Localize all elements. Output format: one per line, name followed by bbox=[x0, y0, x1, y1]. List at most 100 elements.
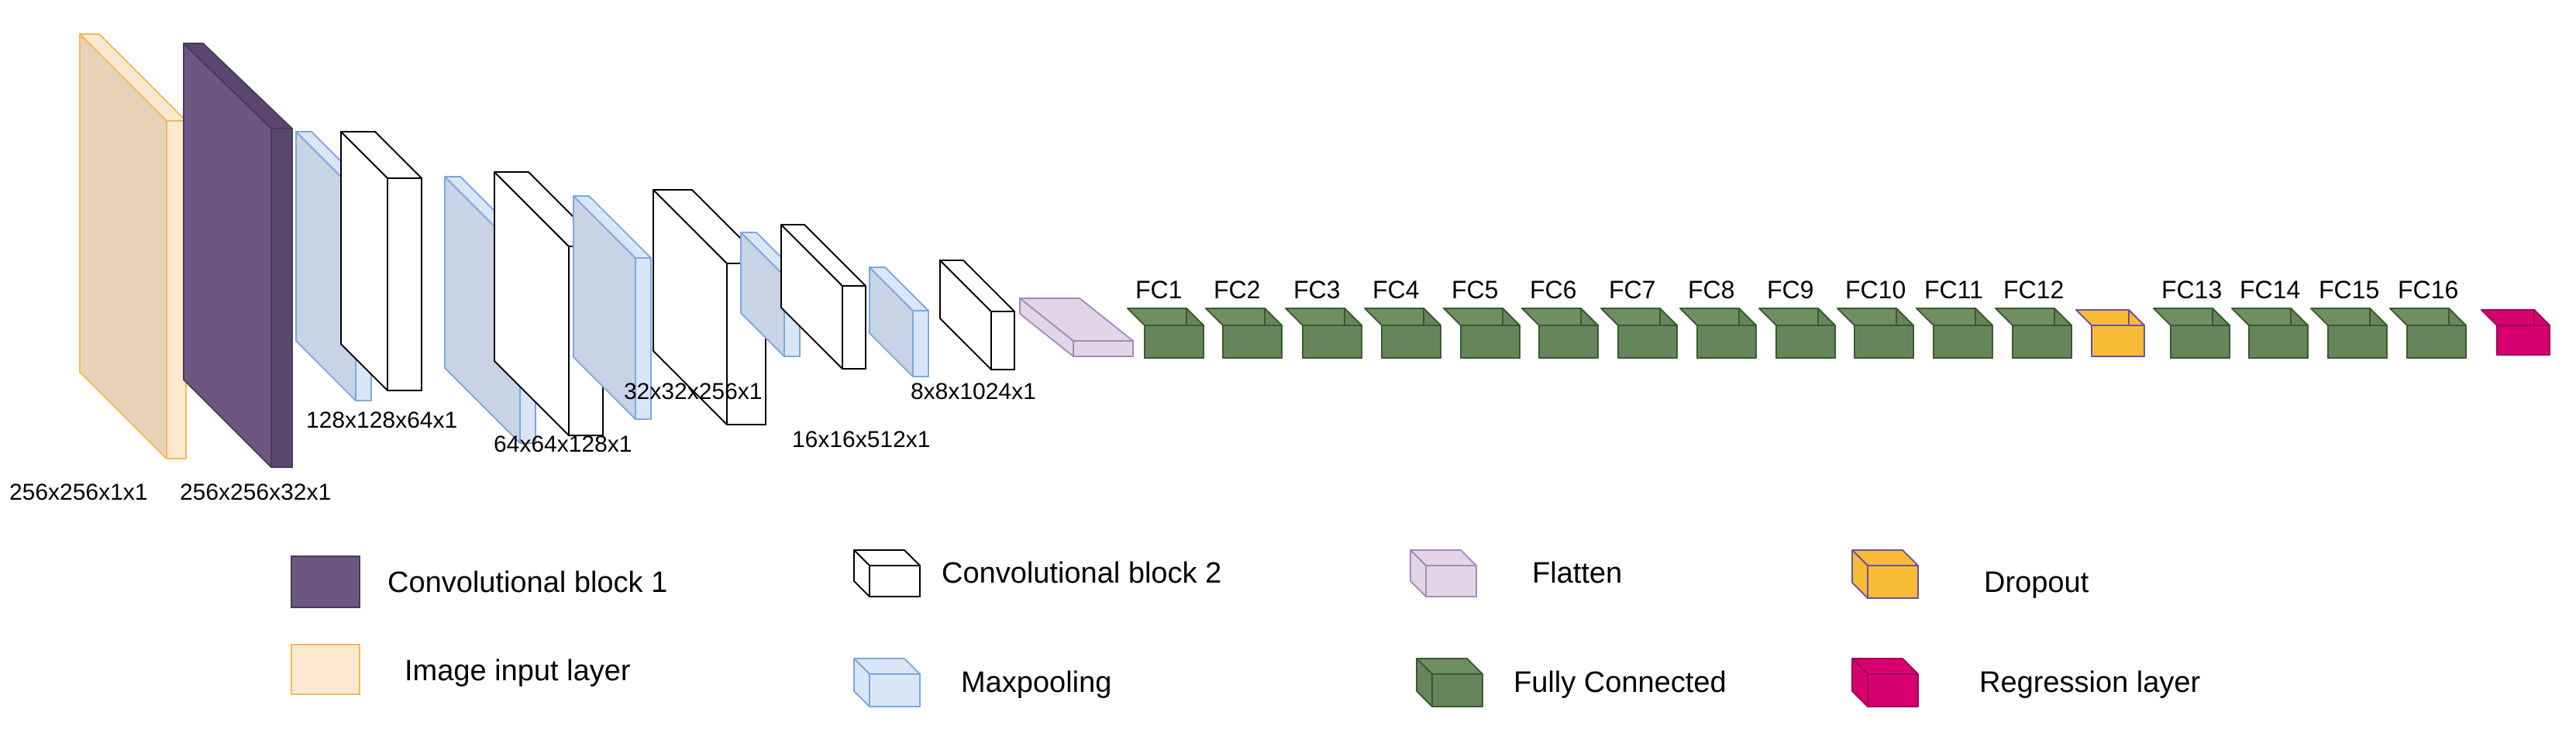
maxpool-5-side bbox=[912, 310, 929, 377]
dim-label-block3: 64x64x128x1 bbox=[494, 432, 632, 457]
fc-label-6: FC6 bbox=[1530, 276, 1576, 304]
fc-layer-5-front bbox=[1460, 325, 1520, 359]
fc-label-13: FC13 bbox=[2161, 276, 2222, 304]
legend-label-fc: Fully Connected bbox=[1514, 666, 1727, 699]
regression-layer-front bbox=[2496, 325, 2550, 356]
legend-swatch-flatten bbox=[1410, 549, 1477, 597]
legend-swatch-flatten-front bbox=[1425, 565, 1477, 597]
legend-swatch-fc-front bbox=[1431, 673, 1483, 707]
fc-layer-15-front bbox=[2327, 325, 2388, 359]
fc-layer-2 bbox=[1205, 308, 1283, 359]
fc-label-3: FC3 bbox=[1293, 276, 1340, 304]
legend-swatch-maxpool bbox=[853, 658, 921, 707]
maxpool-3-top bbox=[573, 195, 652, 259]
legend-swatch-maxpool-front bbox=[869, 673, 921, 707]
conv-block-2-1-side bbox=[387, 177, 422, 391]
conv-block-1 bbox=[183, 43, 293, 468]
legend-label-regression: Regression layer bbox=[1979, 666, 2200, 699]
fc-layer-2-front bbox=[1222, 325, 1283, 359]
dim-label-block5: 16x16x512x1 bbox=[792, 427, 930, 452]
maxpool-5 bbox=[869, 267, 929, 377]
dim-label-block6: 8x8x1024x1 bbox=[911, 379, 1036, 404]
legend-item-conv2: Convolutional block 2 bbox=[853, 549, 1221, 597]
fc-layer-7 bbox=[1600, 308, 1678, 359]
legend-swatch-dropout-front bbox=[1867, 565, 1919, 599]
legend-swatch-regression-front bbox=[1867, 673, 1919, 707]
legend-label-flatten: Flatten bbox=[1532, 557, 1622, 590]
fc-label-9: FC9 bbox=[1767, 276, 1813, 304]
fc-layer-15 bbox=[2310, 308, 2388, 359]
legend-item-maxpool: Maxpooling bbox=[853, 658, 1111, 707]
conv-block-1-top bbox=[183, 43, 293, 129]
legend-item-input: Image input layer bbox=[291, 644, 631, 695]
legend-item-regression: Regression layer bbox=[1851, 658, 2200, 707]
fc-layer-3 bbox=[1285, 308, 1362, 359]
legend-swatch-dropout bbox=[1851, 549, 1919, 599]
conv-block-2-4-side bbox=[842, 285, 866, 370]
legend: Convolutional block 1 Image input layer … bbox=[291, 549, 2200, 707]
dropout-layer bbox=[2075, 309, 2145, 357]
fc-layer-7-front bbox=[1617, 325, 1678, 359]
fc-label-15: FC15 bbox=[2319, 276, 2379, 304]
legend-item-flatten: Flatten bbox=[1410, 549, 1622, 597]
legend-label-dropout: Dropout bbox=[1984, 566, 2089, 599]
legend-label-maxpool: Maxpooling bbox=[961, 666, 1111, 699]
legend-swatch-conv1 bbox=[291, 556, 360, 608]
fc-label-7: FC7 bbox=[1609, 276, 1655, 304]
fc-label-1: FC1 bbox=[1135, 276, 1182, 304]
input-layer-shape bbox=[79, 33, 187, 459]
fc-layer-6-front bbox=[1538, 325, 1599, 359]
fc-layer-8-front bbox=[1696, 325, 1757, 359]
conv-block-2-4-top bbox=[780, 224, 866, 287]
fc-layer-9 bbox=[1758, 308, 1836, 359]
legend-label-conv2: Convolutional block 2 bbox=[942, 557, 1221, 590]
legend-swatch-input bbox=[291, 644, 360, 695]
fc-layer-4 bbox=[1364, 308, 1441, 359]
conv-block-2-1-top bbox=[340, 131, 422, 179]
fc-layer-12 bbox=[1995, 308, 2072, 359]
fc-layer-13-front bbox=[2170, 325, 2230, 359]
fc-layer-9-front bbox=[1775, 325, 1836, 359]
maxpool-5-top bbox=[869, 267, 929, 311]
fc-layer-6 bbox=[1521, 308, 1599, 359]
legend-item-fc: Fully Connected bbox=[1416, 658, 1727, 707]
conv-block-2-5 bbox=[939, 260, 1015, 370]
fc-layer-11-front bbox=[1933, 325, 1993, 359]
fc-layer-16-front bbox=[2406, 325, 2467, 359]
legend-label-conv1: Convolutional block 1 bbox=[387, 566, 667, 599]
network-layers bbox=[79, 33, 2550, 468]
fc-label-10: FC10 bbox=[1845, 276, 1906, 304]
fc-label-14: FC14 bbox=[2240, 276, 2300, 304]
dim-label-block2: 128x128x64x1 bbox=[306, 408, 457, 433]
flatten-layer bbox=[1019, 298, 1134, 357]
maxpool-3 bbox=[573, 195, 652, 420]
fc-layer-13 bbox=[2153, 308, 2230, 359]
dimension-labels: 256x256x1x1 256x256x32x1 128x128x64x1 64… bbox=[9, 379, 1036, 505]
fc-layer-10-front bbox=[1854, 325, 1914, 359]
conv-block-2-5-side bbox=[990, 311, 1015, 370]
conv-block-2-5-top bbox=[939, 260, 1015, 312]
fc-layer-4-front bbox=[1381, 325, 1441, 359]
fc-layer-1 bbox=[1127, 308, 1204, 359]
fc-label-16: FC16 bbox=[2398, 276, 2458, 304]
fc-label-4: FC4 bbox=[1372, 276, 1419, 304]
legend-swatch-fc bbox=[1416, 658, 1483, 707]
fc-label-12: FC12 bbox=[2003, 276, 2064, 304]
fc-label-8: FC8 bbox=[1688, 276, 1734, 304]
fc-layer-10 bbox=[1837, 308, 1914, 359]
legend-item-dropout: Dropout bbox=[1851, 549, 2089, 599]
flatten-layer-front bbox=[1073, 340, 1134, 357]
regression-layer bbox=[2481, 309, 2550, 356]
fc-label-5: FC5 bbox=[1452, 276, 1498, 304]
fc-layer-16 bbox=[2389, 308, 2467, 359]
dropout-layer-front bbox=[2091, 325, 2145, 357]
legend-label-input: Image input layer bbox=[405, 655, 631, 687]
conv-block-1-side bbox=[270, 128, 293, 468]
fc-layer-5 bbox=[1443, 308, 1520, 359]
legend-item-conv1: Convolutional block 1 bbox=[291, 556, 667, 608]
dim-label-conv1: 256x256x32x1 bbox=[180, 480, 331, 505]
fc-layer-3-front bbox=[1302, 325, 1362, 359]
fc-layer-11 bbox=[1916, 308, 1993, 359]
